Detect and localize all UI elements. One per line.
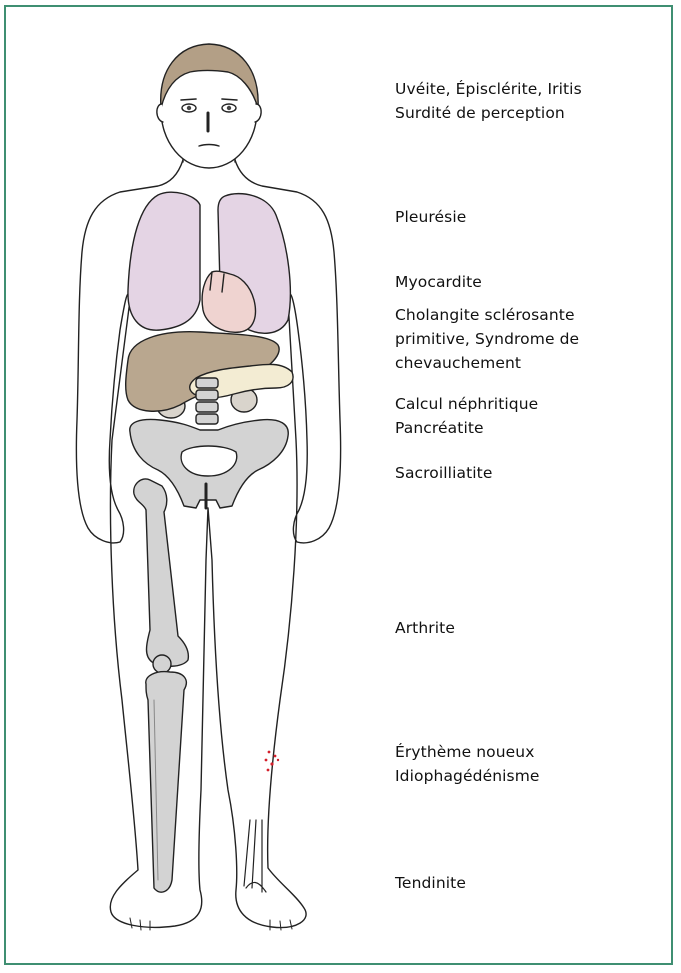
label-erytheme: Érythème noueux [395, 740, 540, 764]
label-idiophagedenisme: Idiophagédénisme [395, 764, 540, 788]
label-joints: Arthrite [395, 616, 455, 640]
label-tendons: Tendinite [395, 871, 466, 895]
label-calcul: Calcul néphritique [395, 392, 538, 416]
label-cholangite-1: Cholangite sclérosante [395, 303, 579, 327]
label-surdite: Surdité de perception [395, 101, 582, 125]
label-myocardium: Myocardite [395, 270, 482, 294]
label-arthrite: Arthrite [395, 616, 455, 640]
label-liver: Cholangite sclérosante primitive, Syndro… [395, 303, 579, 375]
label-pleura: Pleurésie [395, 205, 466, 229]
label-sacroiliac: Sacroilliatite [395, 461, 493, 485]
label-cholangite-2: primitive, Syndrome de [395, 327, 579, 351]
label-myocardite: Myocardite [395, 270, 482, 294]
label-cholangite-3: chevauchement [395, 351, 579, 375]
label-kidney-pancreas: Calcul néphritique Pancréatite [395, 392, 538, 440]
label-eye-ear: Uvéite, Épisclérite, Iritis Surdité de p… [395, 77, 582, 125]
label-tendinite: Tendinite [395, 871, 466, 895]
label-uveite: Uvéite, Épisclérite, Iritis [395, 77, 582, 101]
label-pancreatite: Pancréatite [395, 416, 538, 440]
label-sacroilliatite: Sacroilliatite [395, 461, 493, 485]
label-skin: Érythème noueux Idiophagédénisme [395, 740, 540, 788]
label-pleuresie: Pleurésie [395, 205, 466, 229]
